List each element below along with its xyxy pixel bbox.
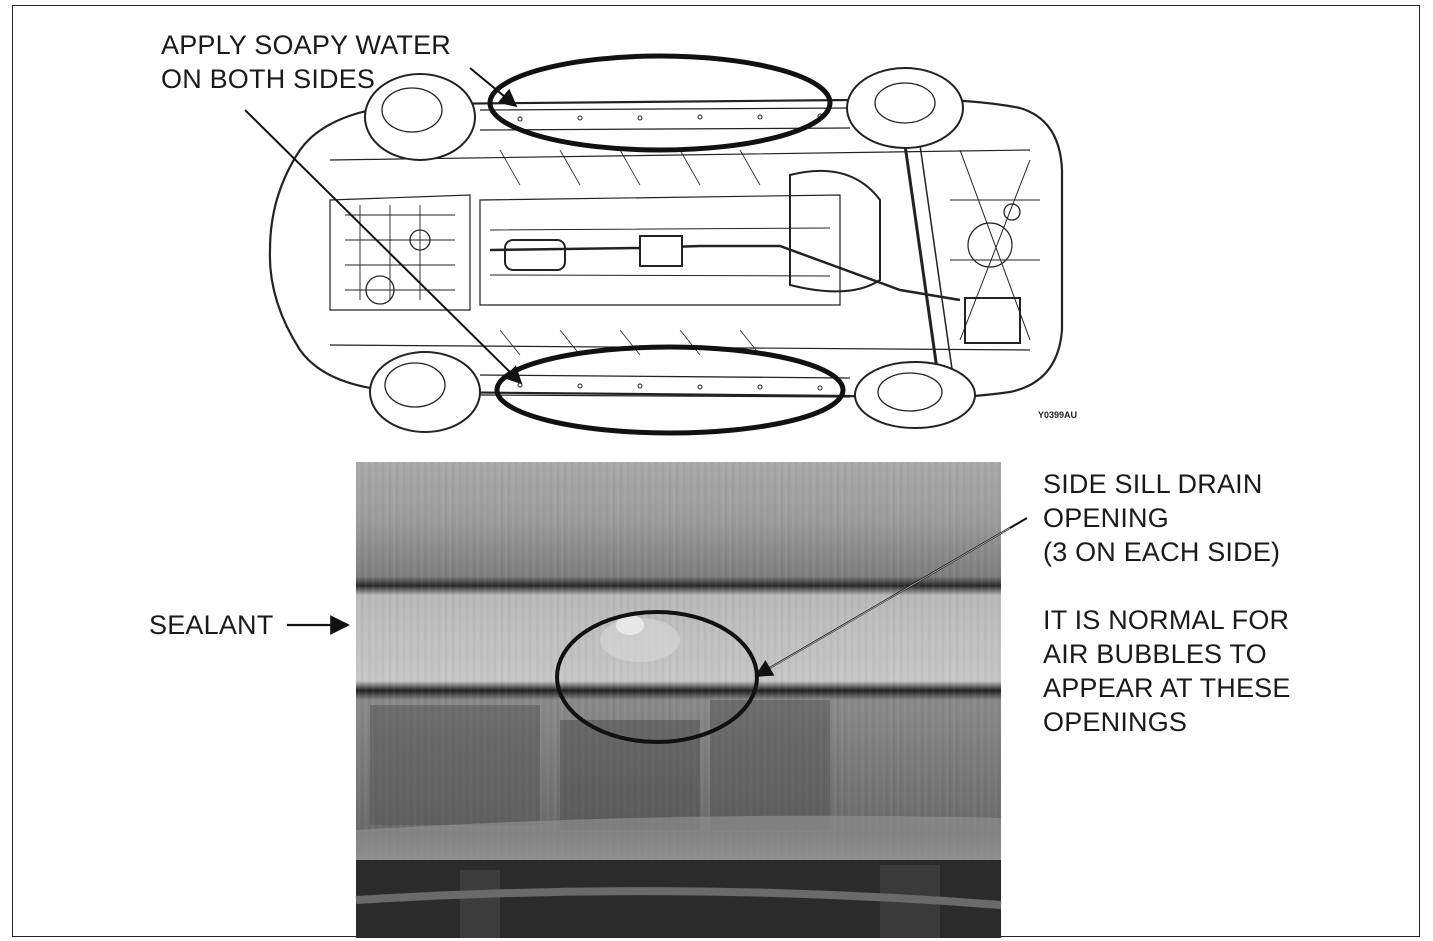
apply-arrow-bottom (244, 109, 523, 385)
drain-label-line-1: SIDE SILL DRAIN (1043, 469, 1263, 499)
side-sill-highlight-top (487, 53, 833, 153)
note-line-1: IT IS NORMAL FOR (1043, 605, 1290, 635)
apply-soapy-water-label: APPLY SOAPY WATER ON BOTH SIDES (161, 28, 451, 96)
drain-arrow-white (769, 527, 1011, 669)
apply-arrow-top (469, 67, 518, 108)
note-line-2: AIR BUBBLES TO (1043, 639, 1267, 669)
tire-rear-left (846, 67, 964, 149)
figure-reference-id: Y0399AU (1038, 410, 1078, 420)
tire-rear-right (854, 361, 976, 429)
apply-label-line-1: APPLY SOAPY WATER (161, 30, 451, 60)
side-sill-photo (355, 462, 1002, 938)
car-underbody-drawing (268, 97, 1064, 400)
tire-front-right (369, 351, 481, 433)
air-bubbles-note: IT IS NORMAL FOR AIR BUBBLES TO APPEAR A… (1043, 603, 1291, 739)
drain-opening-highlight (555, 610, 759, 744)
side-sill-highlight-bottom (494, 344, 846, 436)
drain-label-line-3: (3 ON EACH SIDE) (1043, 537, 1281, 567)
sealant-label: SEALANT (149, 610, 274, 640)
note-line-3: APPEAR AT THESE (1043, 673, 1291, 703)
tire-front-left (364, 73, 476, 161)
apply-label-line-2: ON BOTH SIDES (161, 64, 376, 94)
note-line-4: OPENINGS (1043, 707, 1188, 737)
side-sill-drain-label: SIDE SILL DRAIN OPENING (3 ON EACH SIDE) (1043, 467, 1280, 569)
drain-label-line-2: OPENING (1043, 503, 1169, 533)
